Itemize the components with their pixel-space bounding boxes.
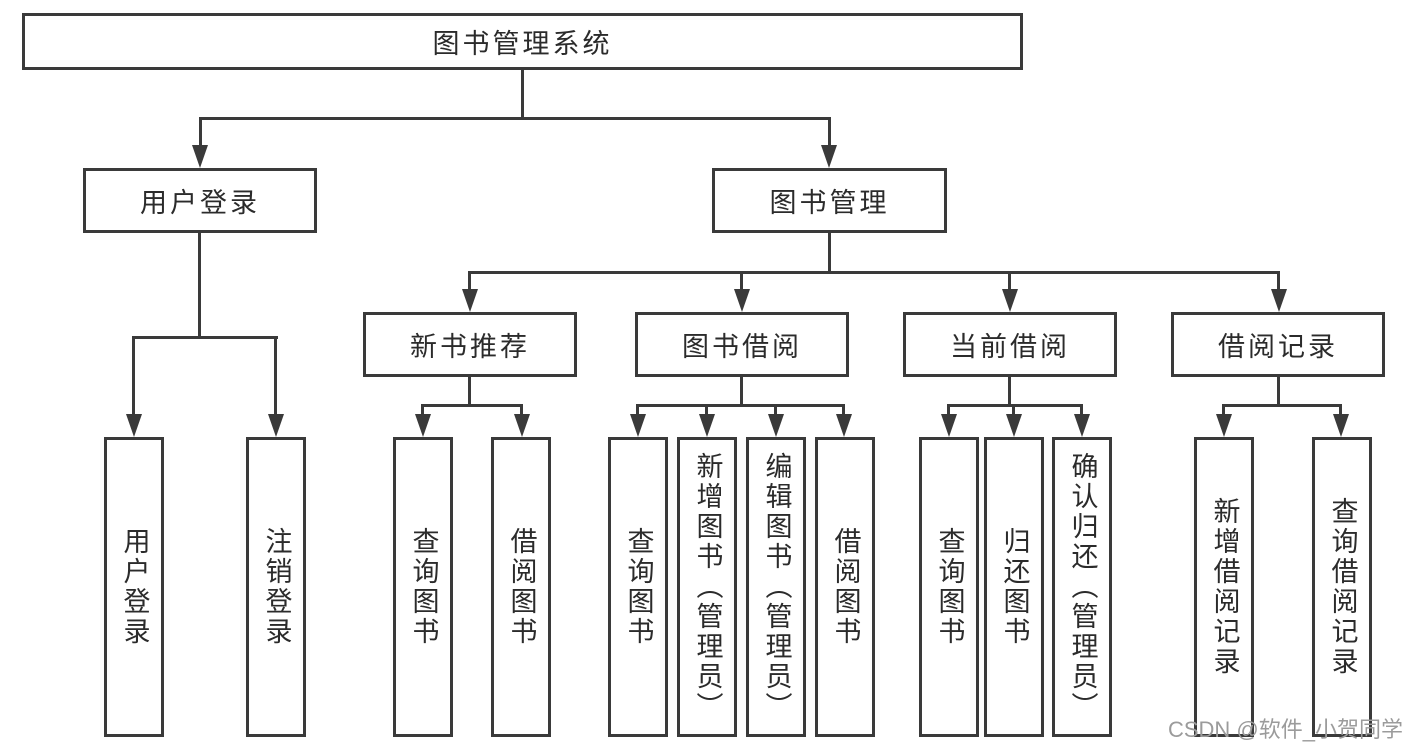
- node-label: 查询图书: [623, 527, 654, 647]
- leaf-confirm-return-admin: 确认归还（管理员）: [1052, 437, 1112, 737]
- node-book-borrowing: 图书借阅: [635, 312, 849, 377]
- leaf-add-books-admin: 新增图书（管理员）: [677, 437, 737, 737]
- arrowhead-icon: [836, 414, 852, 437]
- connector-line: [636, 404, 845, 407]
- leaf-borrow-books: 借阅图书: [815, 437, 875, 737]
- connector-line: [828, 117, 831, 147]
- arrowhead-icon: [1006, 414, 1022, 437]
- arrowhead-icon: [821, 145, 837, 168]
- node-root-library-system: 图书管理系统: [22, 13, 1023, 70]
- connector-line: [468, 377, 471, 407]
- arrowhead-icon: [415, 414, 431, 437]
- csdn-watermark: CSDN @软件_小贺同学: [1167, 717, 1403, 742]
- node-label: 新增图书（管理员）: [692, 452, 723, 722]
- connector-line: [198, 233, 201, 337]
- connector-line: [1008, 377, 1011, 407]
- node-label: 注销登录: [261, 527, 292, 647]
- node-label: 图书管理系统: [432, 29, 613, 59]
- connector-line: [1339, 404, 1342, 416]
- arrowhead-icon: [1333, 414, 1349, 437]
- arrowhead-icon: [514, 414, 530, 437]
- connector-line: [468, 271, 471, 293]
- arrowhead-icon: [768, 414, 784, 437]
- arrowhead-icon: [1002, 289, 1018, 312]
- arrowhead-icon: [734, 289, 750, 312]
- node-label: 图书管理: [769, 188, 890, 218]
- arrowhead-icon: [630, 414, 646, 437]
- node-label: 确认归还（管理员）: [1067, 452, 1098, 722]
- leaf-logout: 注销登录: [246, 437, 306, 737]
- connector-line: [842, 404, 845, 416]
- connector-line: [828, 233, 831, 273]
- connector-line: [1008, 271, 1011, 293]
- arrowhead-icon: [126, 414, 142, 437]
- connector-line: [1277, 377, 1280, 407]
- connector-line: [1080, 404, 1083, 416]
- connector-line: [1222, 404, 1225, 416]
- arrowhead-icon: [1074, 414, 1090, 437]
- node-label: 编辑图书（管理员）: [761, 452, 792, 722]
- connector-line: [705, 404, 708, 416]
- node-label: 归还图书: [999, 527, 1030, 647]
- connector-line: [740, 271, 743, 293]
- connector-line: [132, 336, 278, 339]
- arrowhead-icon: [699, 414, 715, 437]
- connector-line: [774, 404, 777, 416]
- connector-line: [1012, 404, 1015, 416]
- node-label: 查询图书: [934, 527, 965, 647]
- connector-line: [520, 404, 523, 416]
- arrowhead-icon: [462, 289, 478, 312]
- connector-line: [1222, 404, 1342, 407]
- node-label: 新书推荐: [410, 332, 530, 362]
- leaf-return-books: 归还图书: [984, 437, 1044, 737]
- node-book-management: 图书管理: [712, 168, 947, 233]
- arrowhead-icon: [1271, 289, 1287, 312]
- connector-line: [132, 336, 135, 416]
- node-label: 用户登录: [140, 188, 260, 218]
- connector-line: [947, 404, 1083, 407]
- connector-line: [1277, 271, 1280, 293]
- leaf-user-login: 用户登录: [104, 437, 164, 737]
- node-label: 借阅图书: [506, 527, 537, 647]
- node-label: 图书借阅: [682, 332, 802, 362]
- node-borrowing-records: 借阅记录: [1171, 312, 1385, 377]
- node-user-login: 用户登录: [83, 168, 317, 233]
- leaf-add-borrow-record: 新增借阅记录: [1194, 437, 1254, 737]
- connector-line: [636, 404, 639, 416]
- connector-line: [421, 404, 523, 407]
- arrowhead-icon: [268, 414, 284, 437]
- arrowhead-icon: [1216, 414, 1232, 437]
- node-label: 当前借阅: [950, 332, 1070, 362]
- leaf-edit-books-admin: 编辑图书（管理员）: [746, 437, 806, 737]
- node-label: 新增借阅记录: [1209, 497, 1240, 677]
- connector-line: [274, 336, 277, 416]
- leaf-query-books-current: 查询图书: [919, 437, 979, 737]
- connector-line: [521, 70, 524, 118]
- node-new-book-recommend: 新书推荐: [363, 312, 577, 377]
- node-label: 用户登录: [119, 527, 150, 647]
- leaf-query-borrow-record: 查询借阅记录: [1312, 437, 1372, 737]
- connector-line: [947, 404, 950, 416]
- leaf-query-books-recommend: 查询图书: [393, 437, 453, 737]
- connector-line: [468, 271, 1280, 274]
- node-label: 借阅图书: [830, 527, 861, 647]
- connector-line: [199, 117, 202, 147]
- node-current-borrowing: 当前借阅: [903, 312, 1117, 377]
- leaf-borrow-books-recommend: 借阅图书: [491, 437, 551, 737]
- node-label: 借阅记录: [1218, 332, 1338, 362]
- node-label: 查询借阅记录: [1327, 497, 1358, 677]
- connector-line: [740, 377, 743, 407]
- arrowhead-icon: [941, 414, 957, 437]
- arrowhead-icon: [192, 145, 208, 168]
- connector-line: [421, 404, 424, 416]
- node-label: 查询图书: [408, 527, 439, 647]
- connector-line: [199, 117, 831, 120]
- leaf-query-books-borrowing: 查询图书: [608, 437, 668, 737]
